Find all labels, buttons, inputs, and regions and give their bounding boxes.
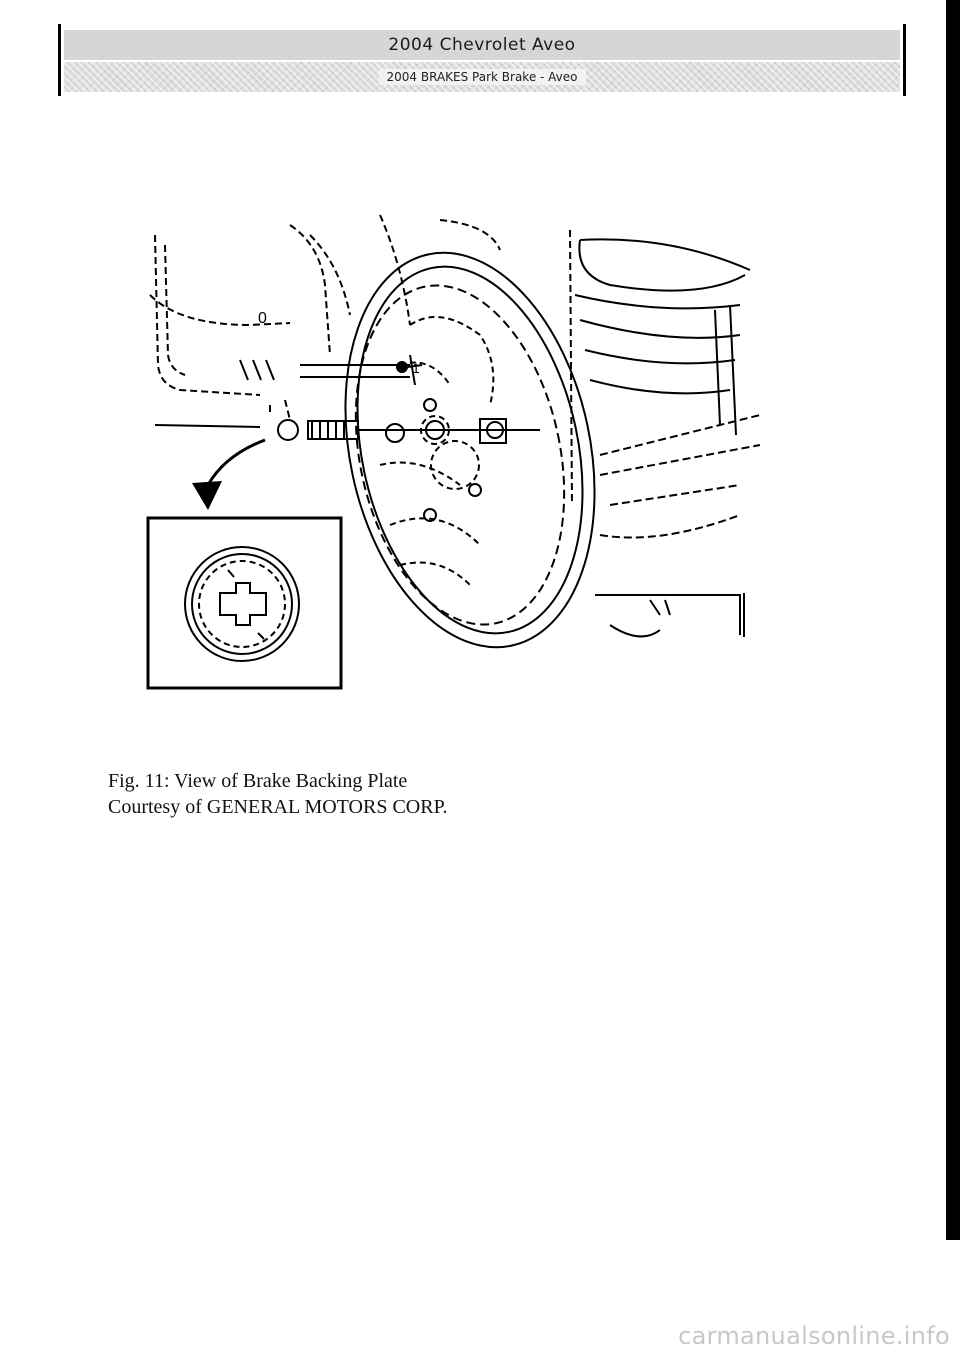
detail-label: 0 (258, 310, 267, 327)
backing-plate-details (379, 316, 495, 586)
knuckle-bracket (595, 594, 741, 638)
callout-number: 1 (412, 360, 420, 376)
page-header: 2004 Chevrolet Aveo 2004 BRAKES Park Bra… (58, 24, 906, 96)
header-subtitle-band: 2004 BRAKES Park Brake - Aveo (64, 62, 900, 92)
page-edge-bar (946, 0, 960, 1240)
site-watermark[interactable]: carmanualsonline.info (678, 1322, 950, 1350)
figure-caption: Fig. 11: View of Brake Backing Plate Cou… (108, 768, 728, 820)
exploded-fastener (154, 418, 540, 444)
coil-spring (574, 238, 751, 436)
brake-drum (344, 251, 596, 649)
header-right-rule (903, 24, 906, 96)
header-left-rule (58, 24, 61, 96)
suspension-arm (599, 414, 761, 539)
document-title: 2004 Chevrolet Aveo (388, 35, 576, 55)
caption-title: Fig. 11: View of Brake Backing Plate (108, 770, 408, 792)
brake-backing-plate-illustration: 1 0 (146, 214, 761, 690)
document-subtitle: 2004 BRAKES Park Brake - Aveo (378, 69, 586, 85)
detail-arrow (192, 438, 266, 510)
callout-leader (396, 361, 423, 373)
caption-credit: Courtesy of GENERAL MOTORS CORP. (108, 796, 448, 818)
backing-plate-bolts (423, 398, 504, 522)
detail-inset (146, 516, 343, 690)
body-panel-outline (149, 214, 573, 506)
hub-studs (239, 354, 416, 386)
header-title-band: 2004 Chevrolet Aveo (64, 30, 900, 60)
